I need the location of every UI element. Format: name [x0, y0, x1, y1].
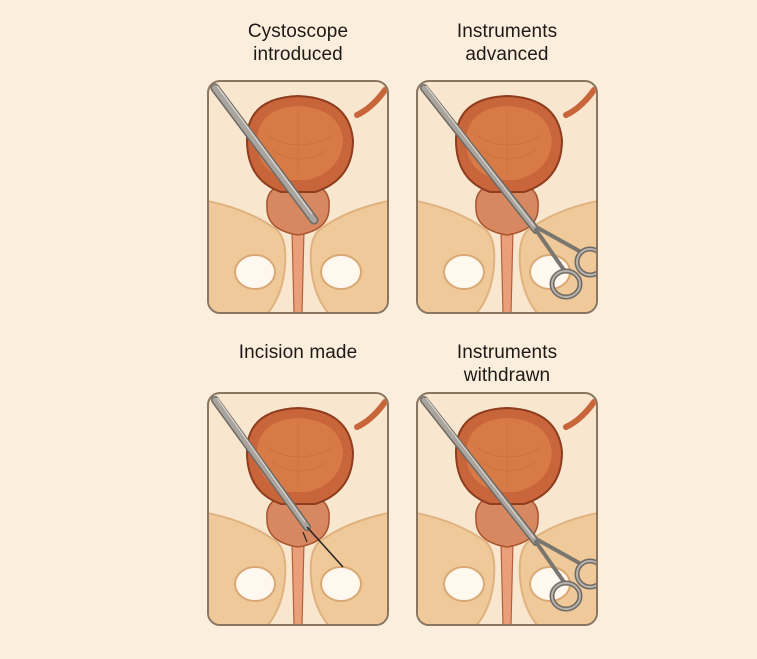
illustration-frame [207, 80, 389, 314]
panel-caption: Incision made [207, 341, 389, 364]
obturator-foramen [320, 566, 362, 602]
bladder-lumen [257, 106, 343, 180]
bladder-lumen [466, 106, 552, 180]
urethra [291, 229, 305, 312]
urethra [291, 541, 305, 624]
urethra [500, 229, 514, 312]
bladder-illustration [209, 396, 387, 624]
scissors-instrument [420, 396, 596, 612]
ureter [563, 399, 596, 430]
anatomy [418, 87, 596, 312]
obturator-foramen [443, 566, 485, 602]
bladder-lumen [466, 418, 552, 492]
ureter [563, 87, 596, 118]
bladder-illustration [418, 84, 596, 312]
cystoscope-instrument [210, 83, 319, 225]
illustration-frame [416, 392, 598, 626]
ureter [354, 87, 387, 118]
illustration-frame [416, 80, 598, 314]
obturator-foramen [234, 254, 276, 290]
obturator-foramen [443, 254, 485, 290]
caption-line-1: Instruments [456, 21, 558, 42]
caption-line-1: Cystoscope [247, 21, 349, 42]
urethra [500, 541, 514, 624]
caption-line-1: Instruments [456, 342, 558, 363]
anatomy [209, 399, 387, 624]
caption-line-2: withdrawn [463, 365, 551, 386]
scissors-instrument [420, 84, 596, 300]
bladder-lumen [257, 418, 343, 492]
caption-line-1: Incision made [238, 342, 358, 363]
illustration-frame [207, 392, 389, 626]
knife-instrument [211, 396, 344, 568]
obturator-foramen [234, 566, 276, 602]
panel-caption: Instruments advanced [416, 20, 598, 66]
caption-line-2: introduced [253, 44, 343, 65]
ureter [354, 399, 387, 430]
panel-caption: Cystoscope introduced [207, 20, 389, 66]
anatomy [418, 399, 596, 624]
caption-line-2: advanced [465, 44, 549, 65]
obturator-foramen [320, 254, 362, 290]
bladder-illustration [418, 396, 596, 624]
bladder-illustration [209, 83, 387, 312]
panel-caption: Instruments withdrawn [416, 341, 598, 387]
